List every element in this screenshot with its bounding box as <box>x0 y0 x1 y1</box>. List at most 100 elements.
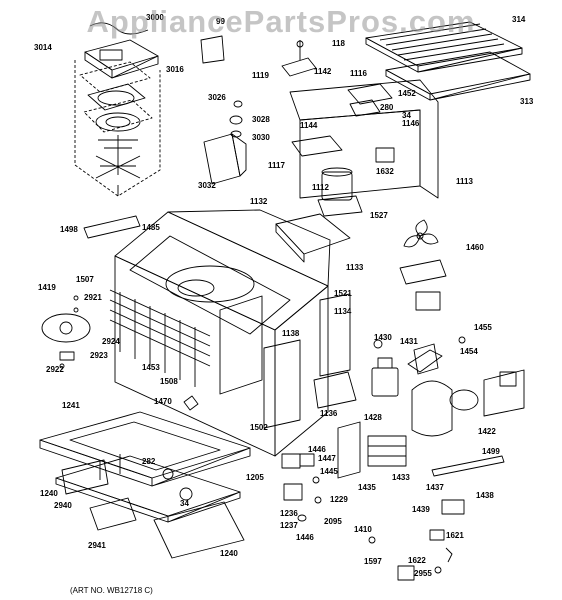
callout-280: 280 <box>380 103 394 112</box>
callout-1439: 1439 <box>412 505 430 514</box>
callout-1622: 1622 <box>408 556 426 565</box>
callout-34: 34 <box>402 111 411 120</box>
small-fasteners-top <box>229 100 243 138</box>
filter-2940 <box>61 459 109 495</box>
callout-1446: 1446 <box>308 445 326 454</box>
callout-3032: 3032 <box>198 181 216 190</box>
callout-1521: 1521 <box>334 289 352 298</box>
callout-1435: 1435 <box>358 483 376 492</box>
callout-1240: 1240 <box>220 549 238 558</box>
callout-1508: 1508 <box>160 377 178 386</box>
part-34 <box>179 487 193 501</box>
callout-2923: 2923 <box>90 351 108 360</box>
callout-1447: 1447 <box>318 454 336 463</box>
callout-2941: 2941 <box>88 541 106 550</box>
callout-1116: 1116 <box>350 69 367 78</box>
part-1134 <box>319 293 351 377</box>
callout-2921: 2921 <box>84 293 102 302</box>
fan-assembly <box>407 349 525 437</box>
callout-1430: 1430 <box>374 333 392 342</box>
callout-1632: 1632 <box>376 167 394 176</box>
callout-1205: 1205 <box>246 473 264 482</box>
callout-1422: 1422 <box>478 427 496 436</box>
callout-2922: 2922 <box>46 365 64 374</box>
callout-1502: 1502 <box>250 423 268 432</box>
stirrer-assembly <box>74 22 161 197</box>
callout-3026: 3026 <box>208 93 226 102</box>
callout-1437: 1437 <box>426 483 444 492</box>
filter-1240 <box>153 501 245 559</box>
callout-1452: 1452 <box>398 89 416 98</box>
callout-1453: 1453 <box>142 363 160 372</box>
door-assembly <box>39 411 251 523</box>
callout-1454: 1454 <box>460 347 478 356</box>
callout-1237: 1237 <box>280 521 298 530</box>
magnetron <box>371 357 399 397</box>
callout-1119: 1119 <box>252 71 269 80</box>
callout-1445: 1445 <box>320 467 338 476</box>
callout-1455: 1455 <box>474 323 492 332</box>
callout-1229: 1229 <box>330 495 348 504</box>
callout-118: 118 <box>332 39 345 48</box>
callout-34: 34 <box>180 499 189 508</box>
callout-313: 313 <box>520 97 534 106</box>
door-switches <box>281 453 322 522</box>
callout-1460: 1460 <box>466 243 484 252</box>
callout-1112: 1112 <box>312 183 329 192</box>
callout-1527: 1527 <box>370 211 388 220</box>
callout-3014: 3014 <box>34 43 52 52</box>
callout-3000: 3000 <box>146 13 164 22</box>
callout-1498: 1498 <box>60 225 78 234</box>
callout-1507: 1507 <box>76 275 94 284</box>
callout-2955: 2955 <box>414 569 432 578</box>
callout-1621: 1621 <box>446 531 464 540</box>
callout-1446: 1446 <box>296 533 314 542</box>
filter-2941 <box>89 497 137 531</box>
callout-1117: 1117 <box>268 161 285 170</box>
callout-1134: 1134 <box>334 307 352 316</box>
callout-1144: 1144 <box>300 121 318 130</box>
callout-1470: 1470 <box>154 397 172 406</box>
callout-1136: 1136 <box>320 409 338 418</box>
callout-1133: 1133 <box>346 263 364 272</box>
callout-1236: 1236 <box>280 509 298 518</box>
duct-plenum <box>289 79 439 199</box>
callout-1138: 1138 <box>282 329 300 338</box>
callout-1433: 1433 <box>392 473 410 482</box>
part-99 <box>200 35 225 64</box>
part-1455 <box>458 336 466 344</box>
small-parts-bottom-right <box>368 499 465 581</box>
callout-1438: 1438 <box>476 491 494 500</box>
art-number: (ART NO. WB12718 C) <box>70 586 153 595</box>
part-282 <box>162 468 174 480</box>
callout-2940: 2940 <box>54 501 72 510</box>
grille-314-313 <box>365 21 531 101</box>
callout-1132: 1132 <box>250 197 268 206</box>
callout-1428: 1428 <box>364 413 382 422</box>
callout-1410: 1410 <box>354 525 372 534</box>
callout-2095: 2095 <box>324 517 342 526</box>
bracket-1498 <box>83 215 141 239</box>
door-frame-1138 <box>263 339 301 429</box>
callout-3030: 3030 <box>252 133 270 142</box>
callout-1240: 1240 <box>40 489 58 498</box>
panel-1133 <box>275 213 351 255</box>
oven-cavity <box>109 209 331 457</box>
callout-1431: 1431 <box>400 337 418 346</box>
callout-282: 282 <box>142 457 156 466</box>
part-1430 <box>373 339 383 349</box>
callout-1499: 1499 <box>482 447 500 456</box>
part-1431 <box>413 343 439 375</box>
touch-control <box>41 295 91 369</box>
callout-1241: 1241 <box>62 401 80 410</box>
callout-1419: 1419 <box>38 283 56 292</box>
waveguide-1136 <box>313 371 357 409</box>
callout-3028: 3028 <box>252 115 270 124</box>
callout-99: 99 <box>216 17 225 26</box>
blower-motor <box>317 167 363 217</box>
callout-1146: 1146 <box>402 119 420 128</box>
callout-1142: 1142 <box>314 67 332 76</box>
rail-1499 <box>431 455 505 477</box>
